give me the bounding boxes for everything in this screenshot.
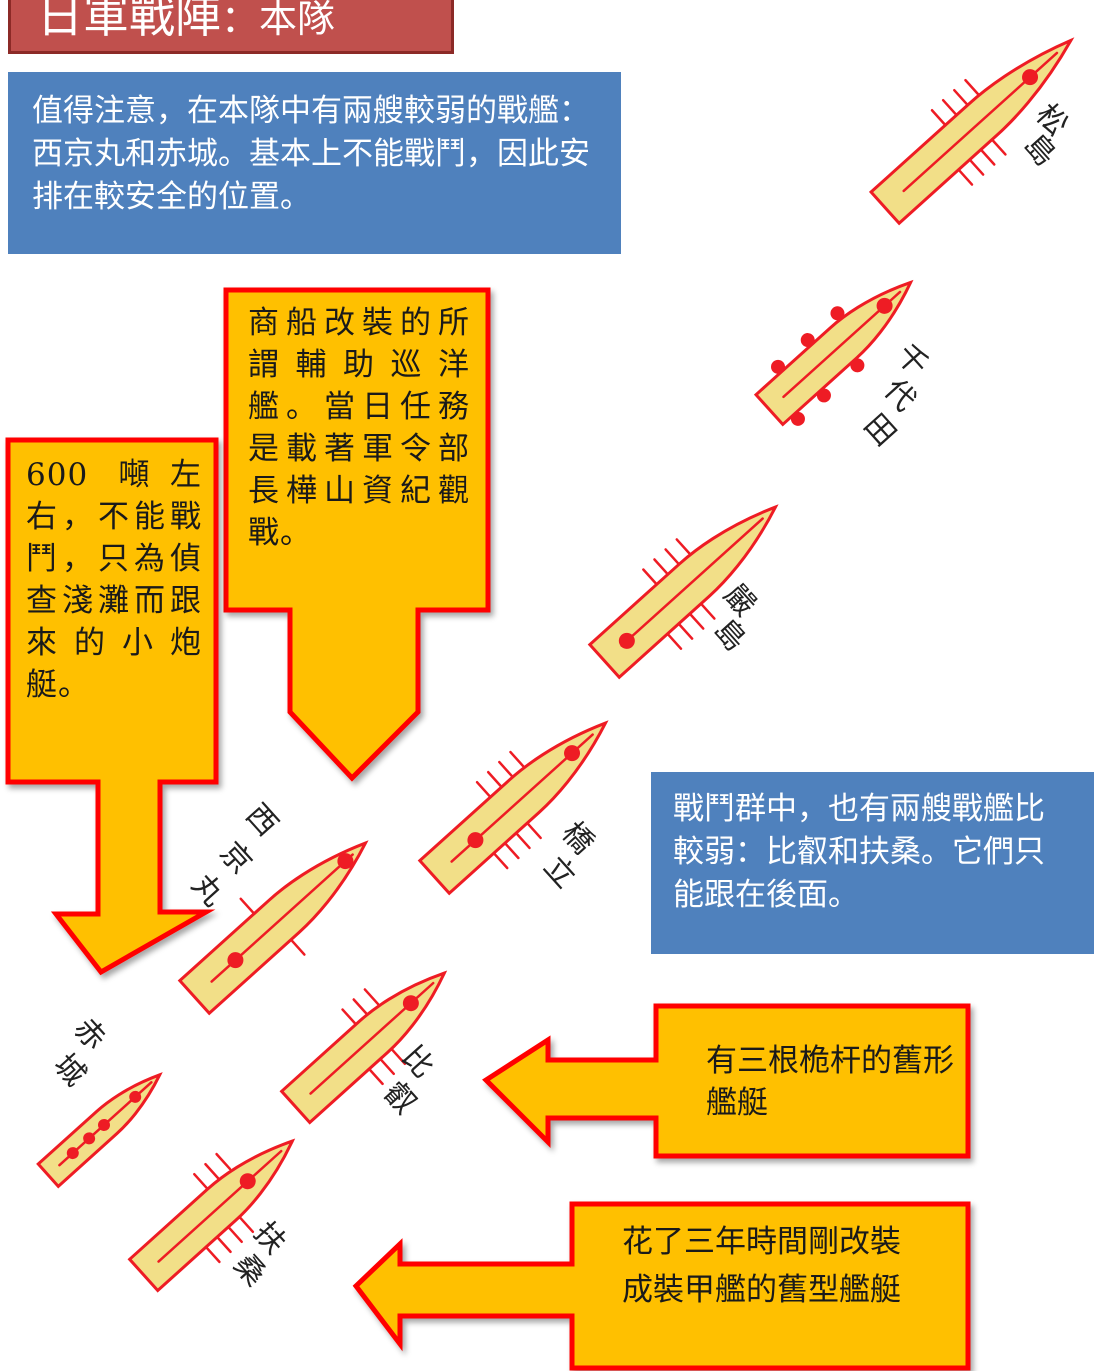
ship-4: [177, 840, 369, 1016]
ship-tick: [941, 98, 958, 117]
ship-2: [587, 504, 779, 680]
ship-tick: [990, 138, 1007, 156]
ship-tick: [475, 780, 492, 799]
ship-tick: [677, 622, 694, 640]
ship-tick: [215, 1235, 232, 1254]
ship-tick: [367, 1067, 384, 1086]
ship-tick: [666, 632, 683, 650]
ship-side-gun: [850, 358, 865, 373]
old-masts-text-content: 有三根桅杆的舊形艦艇: [706, 1043, 954, 1121]
ship-tick: [363, 988, 380, 1006]
old-armored-text-content: 花了三年時間剛改裝成裝甲艦的舊型艦艇: [622, 1224, 901, 1308]
diagram-title: 日軍戰陣：本隊: [8, 0, 454, 54]
ship-tick: [193, 1172, 209, 1191]
ship-tick: [964, 78, 981, 97]
ship-gun: [98, 1119, 110, 1131]
ship-side-gun: [800, 333, 815, 348]
old-masts-text: 有三根桅杆的舊形艦艇: [706, 1040, 956, 1124]
ship-tick: [526, 821, 542, 840]
ship-tick: [930, 109, 947, 127]
ship-tick: [968, 158, 985, 176]
ship-tick: [699, 602, 716, 620]
ship-tick: [204, 1245, 221, 1264]
ship-gun: [1022, 69, 1039, 86]
ship-tick: [953, 88, 969, 107]
ship-tick: [486, 770, 503, 789]
ship-tick: [379, 1057, 395, 1076]
aux-cruiser-text-content: 商船改裝的所謂輔助巡洋艦。當日任務是載著軍令部長樺山資紀觀戰。: [248, 305, 470, 551]
ship-7: [127, 1138, 296, 1293]
ship-mast-line: [620, 517, 764, 647]
ship-tick: [227, 1225, 243, 1244]
ship-tick: [492, 851, 509, 870]
ship-6: [36, 1072, 163, 1189]
ship-tick: [957, 168, 974, 186]
ship-label-char: 西: [239, 797, 285, 843]
ship-label-char: 千: [889, 337, 935, 383]
ship-tick: [653, 558, 670, 576]
ship-tick: [341, 1008, 358, 1026]
ship-tick: [503, 841, 520, 860]
ship-tick: [352, 998, 369, 1016]
ship-gun: [337, 853, 354, 870]
ship-1: [753, 279, 914, 427]
old-armored-text: 花了三年時間剛改裝成裝甲艦的舊型艦艇: [622, 1218, 922, 1314]
title-sub: ：本隊: [221, 0, 336, 41]
ship-tick: [390, 1047, 407, 1066]
weak-ships-note: 值得注意，在本隊中有兩艘較弱的戰艦：西京丸和赤城。基本上不能戰鬥，因此安排在較安…: [8, 72, 621, 254]
ship-tick: [514, 831, 531, 850]
ship-tick: [215, 1152, 232, 1171]
ship-gun: [876, 297, 893, 314]
gunboat-text: 600 噸左右，不能戰鬥，只為偵查淺灘而跟來的小炮艇。: [26, 454, 202, 706]
ship-gun: [83, 1132, 96, 1145]
battle-group-note: 戰鬥群中，也有兩艘戰艦比較弱：比叡和扶桑。它們只能跟在後面。: [651, 772, 1094, 954]
ship-tick: [238, 1215, 255, 1234]
ship-tick: [979, 148, 996, 166]
ship-tick: [509, 750, 526, 769]
ship-tick: [664, 548, 681, 566]
old-armored-callout: [352, 1201, 971, 1371]
ship-tick: [239, 897, 256, 915]
weak-ships-note-text: 值得注意，在本隊中有兩艘較弱的戰艦：西京丸和赤城。基本上不能戰鬥，因此安排在較安…: [32, 93, 590, 215]
ship-tick: [688, 612, 705, 630]
ship-side-gun: [771, 359, 786, 374]
ship-gun: [402, 995, 419, 1012]
ship-3: [417, 720, 609, 896]
ship-tick: [204, 1162, 221, 1181]
ship-gun: [618, 632, 635, 649]
ship-gun: [564, 745, 581, 762]
ship-gun: [227, 952, 244, 969]
ship-mast-line: [157, 1149, 283, 1263]
ship-gun: [129, 1090, 142, 1103]
ship-5: [279, 970, 448, 1125]
title-main: 日軍戰陣: [37, 0, 221, 43]
old-masts-callout: [482, 1003, 971, 1159]
gunboat-text-content: 600 噸左右，不能戰鬥，只為偵查淺灘而跟來的小炮艇。: [26, 457, 202, 703]
battle-group-note-text: 戰鬥群中，也有兩艘戰艦比較弱：比叡和扶桑。它們只能跟在後面。: [673, 791, 1045, 913]
ship-side-gun: [790, 411, 805, 426]
ship-label-char: 京: [213, 835, 259, 881]
ship-tick: [675, 538, 692, 556]
ship-label-char: 丸: [185, 867, 231, 913]
ship-side-gun: [830, 306, 845, 321]
ship-tick: [642, 568, 658, 586]
ship-side-gun: [816, 388, 831, 403]
ship-gun: [239, 1173, 256, 1190]
gunboat-callout: [5, 437, 219, 976]
ship-gun: [467, 832, 484, 849]
ship-gun: [66, 1147, 79, 1160]
aux-cruiser-callout: [223, 287, 491, 782]
ship-tick: [289, 938, 306, 956]
ship-tick: [498, 760, 514, 779]
aux-cruiser-text: 商船改裝的所謂輔助巡洋艦。當日任務是載著軍令部長樺山資紀觀戰。: [248, 302, 470, 554]
ship-0: [868, 37, 1075, 226]
